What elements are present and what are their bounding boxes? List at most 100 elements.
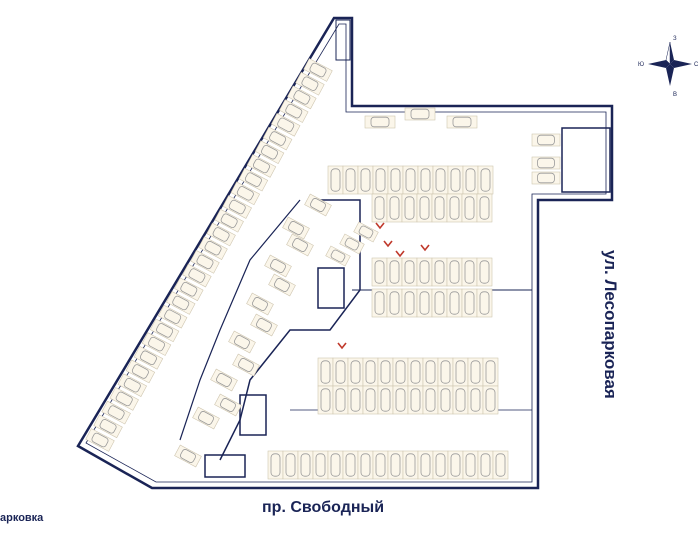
car-icon	[131, 364, 149, 379]
parking-space	[101, 400, 131, 425]
street-label-right: ул. Лесопарковая	[601, 250, 620, 399]
car-icon	[419, 291, 430, 315]
parking-space	[228, 330, 256, 354]
compass-north-label: З	[673, 36, 677, 42]
parking-space	[214, 393, 242, 417]
car-icon	[198, 411, 214, 425]
parking-space	[342, 450, 359, 480]
car-icon	[450, 453, 461, 477]
parking-space	[417, 165, 434, 195]
direction-arrow-icon	[337, 342, 347, 350]
core-2	[239, 394, 267, 436]
car-icon	[320, 360, 331, 384]
car-icon	[537, 157, 555, 169]
parking-space	[402, 450, 419, 480]
parking-space	[407, 357, 424, 387]
car-icon	[238, 358, 254, 372]
car-icon	[405, 453, 416, 477]
parking-space	[264, 254, 292, 278]
car-icon	[91, 432, 109, 448]
parking-space	[286, 233, 314, 257]
parking-space	[297, 450, 314, 480]
car-icon	[261, 144, 279, 160]
car-icon	[216, 373, 232, 387]
direction-arrows	[337, 222, 430, 350]
car-icon	[320, 388, 331, 412]
parking-space	[198, 236, 228, 260]
parking-space	[325, 245, 351, 267]
car-icon	[270, 259, 286, 273]
parking-space	[377, 357, 394, 387]
car-icon	[374, 196, 385, 220]
car-icon	[380, 388, 391, 412]
car-icon	[449, 260, 460, 284]
parking-space	[467, 385, 484, 415]
parking-space	[262, 126, 293, 151]
parking-space	[371, 257, 388, 287]
car-icon	[365, 360, 376, 384]
car-icon	[309, 62, 327, 78]
parking-space	[362, 357, 379, 387]
parking-space	[386, 257, 403, 287]
car-icon	[485, 360, 496, 384]
parking-space	[447, 450, 464, 480]
parking-space	[327, 450, 344, 480]
parking-space	[401, 193, 418, 223]
parking-space	[246, 292, 274, 316]
car-icon	[450, 168, 461, 192]
car-icon	[390, 168, 401, 192]
parking-space	[246, 154, 277, 178]
direction-arrow-icon	[395, 250, 405, 258]
compass-west-label: Ю	[638, 62, 644, 68]
car-icon	[274, 278, 290, 292]
inner-wall	[219, 199, 361, 461]
parking-space	[422, 357, 439, 387]
parking-space	[230, 181, 261, 206]
parking-space	[432, 450, 449, 480]
parking-space	[446, 115, 478, 129]
parking-space	[392, 357, 409, 387]
compass-rose-icon: З Ю С В	[638, 36, 699, 98]
parking-space	[93, 414, 123, 439]
car-icon	[115, 391, 133, 407]
parking-space	[432, 165, 449, 195]
car-icon	[292, 238, 308, 252]
car-icon	[139, 350, 157, 366]
car-icon	[277, 117, 295, 133]
parking-space	[462, 450, 479, 480]
stair-top	[335, 19, 351, 61]
car-icon	[374, 260, 385, 284]
car-icon	[420, 453, 431, 477]
car-icon	[479, 196, 490, 220]
car-icon	[404, 260, 415, 284]
parking-space	[342, 165, 359, 195]
car-icon	[234, 335, 250, 349]
parking-space	[347, 357, 364, 387]
parking-space	[141, 332, 172, 356]
parking-space	[482, 385, 499, 415]
car-icon	[480, 168, 491, 192]
car-icon	[485, 388, 496, 412]
parking-space	[461, 288, 478, 318]
compass-south-label: В	[673, 92, 677, 98]
parking-space	[317, 385, 334, 415]
car-icon	[180, 282, 198, 297]
parking-space	[332, 357, 349, 387]
street-label-bottom: пр. Свободный	[262, 499, 385, 516]
parking-space	[250, 313, 278, 337]
car-icon	[495, 453, 506, 477]
parking-space	[364, 115, 396, 129]
parking-space	[282, 216, 310, 240]
car-icon	[228, 199, 246, 215]
car-icon	[390, 453, 401, 477]
car-icon	[537, 172, 555, 184]
car-icon	[405, 168, 416, 192]
car-icon	[107, 405, 125, 420]
parking-space	[482, 357, 499, 387]
parking-space	[295, 71, 325, 96]
car-icon	[330, 453, 341, 477]
car-icon	[455, 388, 466, 412]
car-icon	[479, 260, 490, 284]
car-icon	[389, 260, 400, 284]
